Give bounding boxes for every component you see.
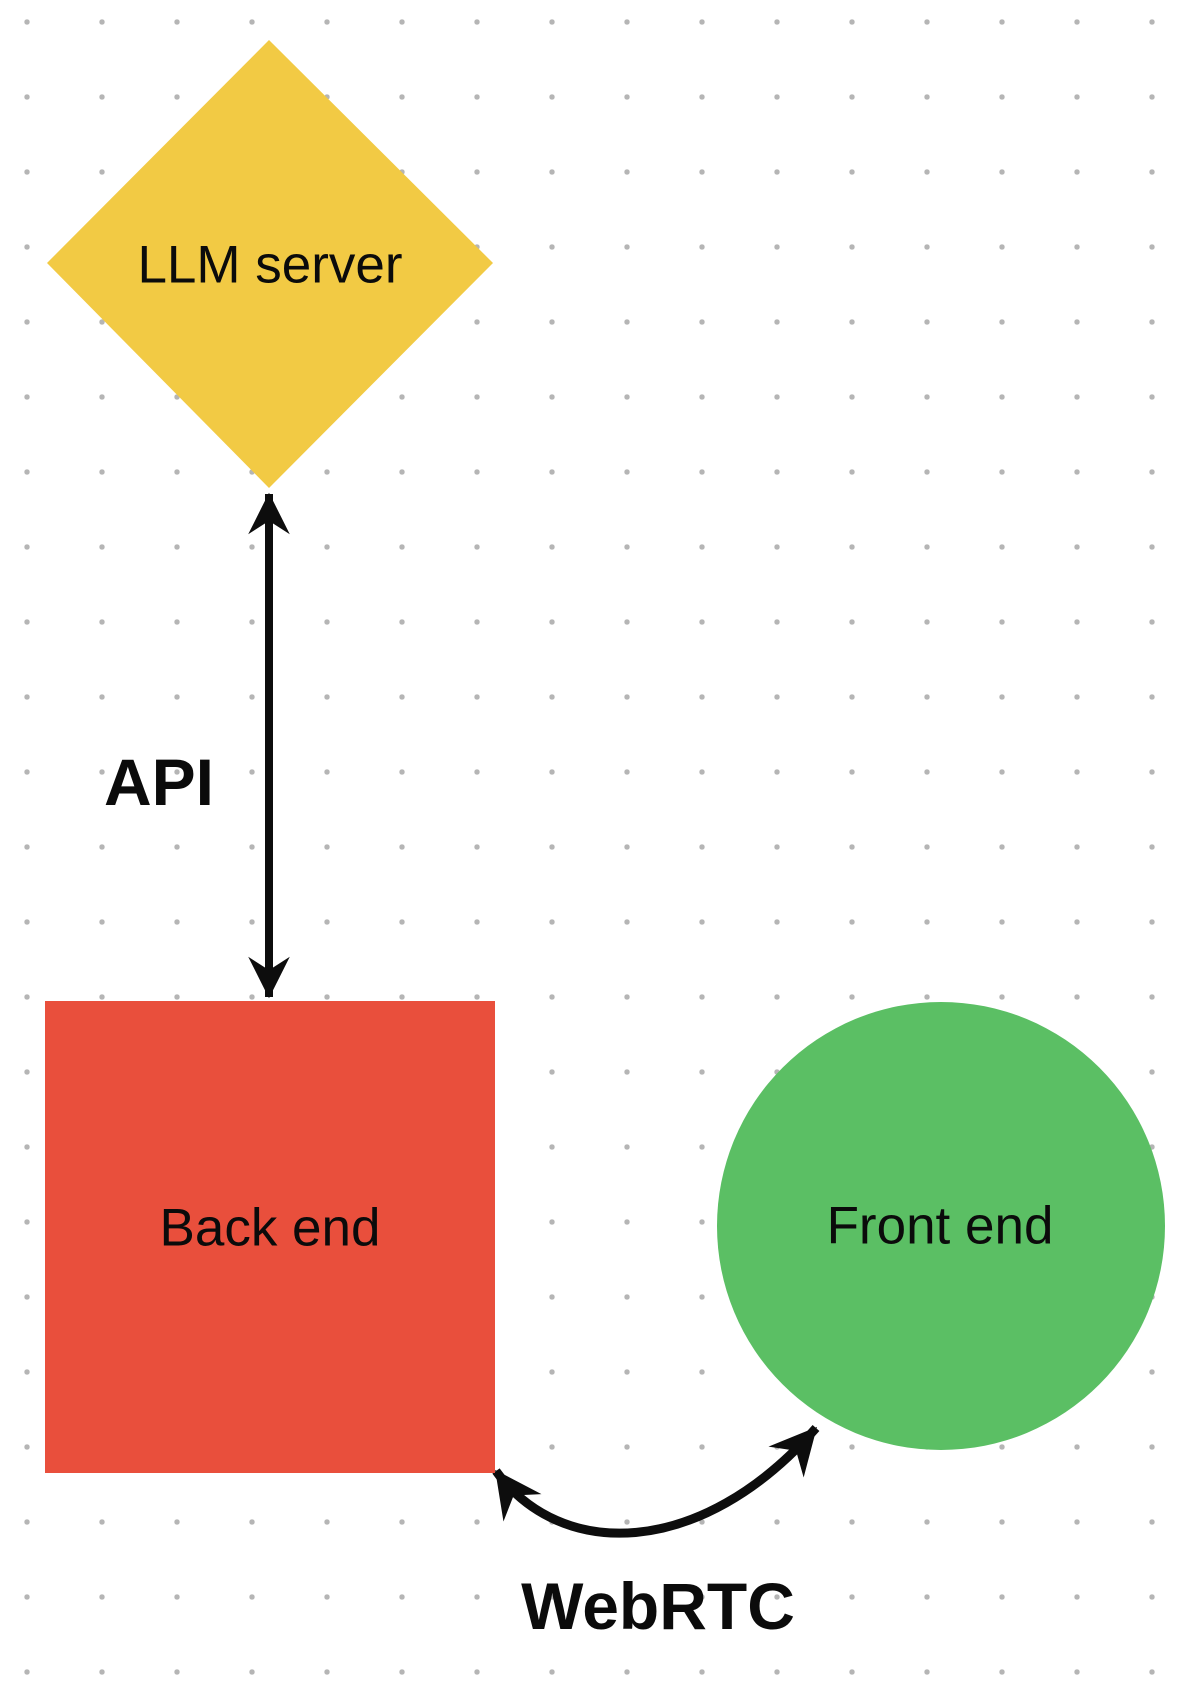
edge-api-label: API (104, 745, 214, 819)
node-front-end-label: Front end (827, 1197, 1054, 1256)
edge-webrtc-label: WebRTC (521, 1569, 795, 1643)
node-front-end-circle[interactable] (717, 1002, 1165, 1450)
node-back-end-square[interactable] (45, 1001, 495, 1473)
node-back-end-label: Back end (160, 1199, 381, 1258)
edge-webrtc-arrow[interactable] (492, 1425, 820, 1538)
node-llm-server-diamond[interactable] (47, 40, 493, 488)
node-llm-server-label: LLM server (137, 236, 402, 295)
